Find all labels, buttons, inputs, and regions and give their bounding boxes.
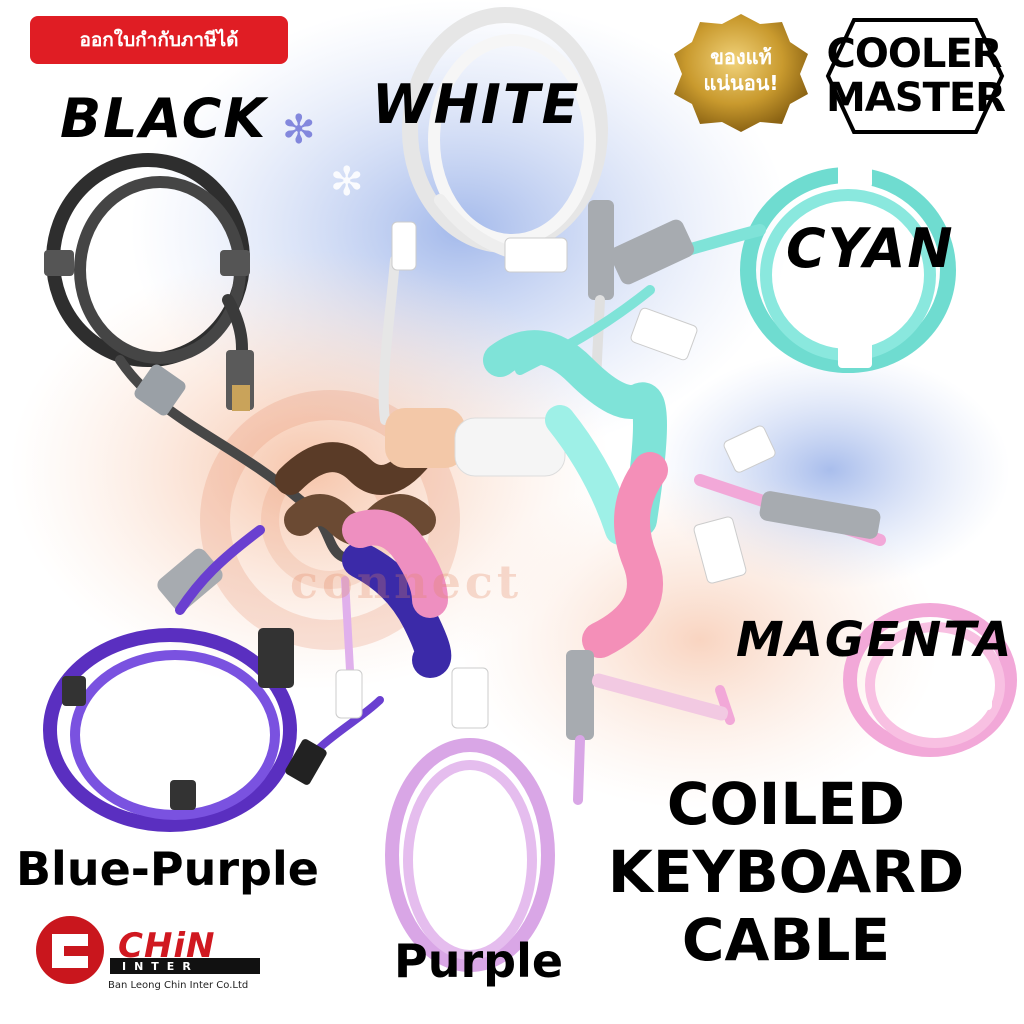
label-purple: Purple (394, 934, 564, 988)
brand-line-2: MASTER (826, 75, 1006, 121)
flower-doodle: ✻ (282, 107, 316, 153)
title-line-2: KEYBOARD (607, 838, 965, 906)
flower-doodle: ✻ (330, 159, 364, 205)
distributor-company: Ban Leong Chin Inter Co.Ltd (108, 980, 249, 991)
chin-inter-logo (36, 916, 260, 984)
label-blue-purple: Blue-Purple (16, 842, 319, 896)
label-black: BLACK (60, 87, 268, 150)
title-line-1: COILED (666, 770, 906, 838)
label-white: WHITE (372, 73, 581, 136)
seal-line-1: ของแท้ (710, 45, 772, 69)
cooler-master-hex (825, 18, 1005, 134)
distributor-sub: INTER (122, 960, 199, 973)
seal-line-2: แน่นอน! (703, 71, 779, 95)
brand-line-1: COOLER (826, 31, 1003, 77)
white-cable (378, 7, 614, 425)
purple-cable (335, 509, 729, 972)
blue-purple-cable (43, 525, 452, 832)
cooler-master-logo: COOLER MASTER (826, 31, 1006, 121)
distributor-name: CHiN (118, 926, 216, 966)
title-line-3: CABLE (681, 906, 891, 974)
genuine-seal-text: ของแท้ แน่นอน! (676, 44, 806, 96)
watermark-ring (200, 390, 460, 650)
genuine-seal (674, 14, 808, 132)
cyan-cable (515, 160, 956, 375)
magenta-cable (582, 425, 1017, 757)
label-magenta: MAGENTA (736, 612, 1014, 668)
product-title: COILED KEYBOARD CABLE (606, 770, 966, 974)
watermark-text: connect (290, 555, 523, 609)
tax-invoice-badge: ออกใบกำกับภาษีได้ (30, 16, 288, 64)
black-cable (44, 153, 365, 565)
label-cyan: CYAN (786, 217, 955, 280)
